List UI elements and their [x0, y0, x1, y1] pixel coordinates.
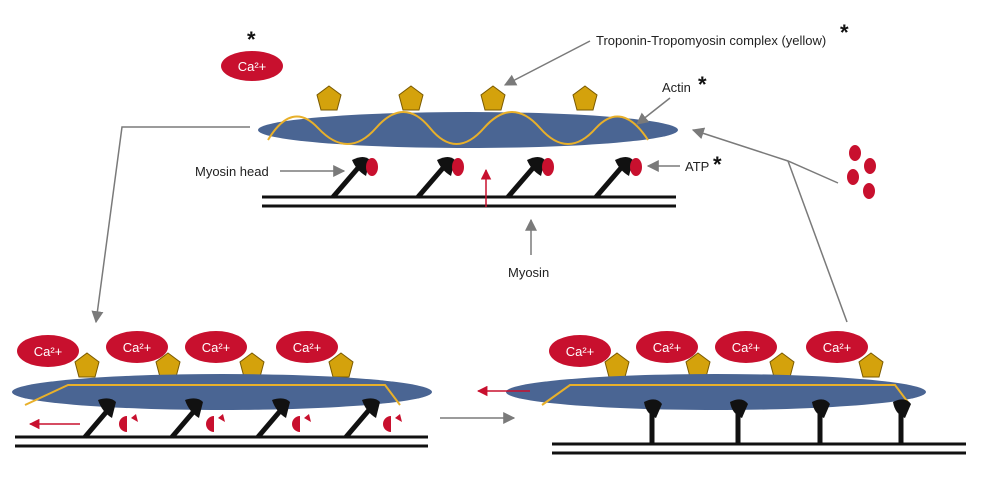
- atp-molecule: [630, 158, 642, 176]
- cycle-arrow-right: [691, 127, 839, 184]
- cycle-arrow-left: [91, 126, 250, 324]
- troponin-pentagons: [316, 85, 598, 111]
- myosin-heads-left: [83, 398, 380, 439]
- tropomyosin-strand-right: [541, 384, 911, 406]
- bottom-right-panel: Ca²+ Ca²+ Ca²+ Ca²+: [476, 331, 966, 455]
- myosin-head-label: Myosin head: [195, 164, 269, 179]
- svg-text:Ca²+: Ca²+: [653, 340, 682, 355]
- bottom-left-panel: Ca²+ Ca²+ Ca²+ Ca²+: [12, 331, 432, 448]
- myosin-head-1: [331, 157, 378, 199]
- calcium-ion-free: Ca²+: [221, 51, 283, 81]
- actin-filament-left: [12, 374, 432, 410]
- atp-molecule: [452, 158, 464, 176]
- atp-molecule: [366, 158, 378, 176]
- asterisk-troponin: *: [840, 20, 849, 45]
- svg-text:Ca²+: Ca²+: [34, 344, 63, 359]
- asterisk-calcium: *: [247, 27, 256, 52]
- calcium-ions-right: Ca²+ Ca²+ Ca²+ Ca²+: [549, 331, 868, 367]
- atp-label: ATP: [685, 159, 709, 174]
- svg-text:Ca²+: Ca²+: [566, 344, 595, 359]
- svg-text:Ca²+: Ca²+: [123, 340, 152, 355]
- calcium-ion-label: Ca²+: [238, 59, 267, 74]
- myosin-label: Myosin: [508, 265, 549, 280]
- troponin-tropomyosin-label: Troponin-Tropomyosin complex (yellow): [596, 33, 826, 48]
- atp-molecule: [542, 158, 554, 176]
- actin-label: Actin: [662, 80, 691, 95]
- calcium-ions-left: Ca²+ Ca²+ Ca²+ Ca²+: [17, 331, 338, 367]
- top-panel: Ca²+ *: [195, 20, 876, 280]
- svg-text:Ca²+: Ca²+: [202, 340, 231, 355]
- tropomyosin-strand: [267, 111, 649, 145]
- troponin-pentagons-right: [604, 352, 884, 378]
- myosin-head-4: [594, 157, 642, 199]
- myosin-head-3: [506, 157, 554, 199]
- asterisk-atp: *: [713, 152, 722, 177]
- actin-pointer-arrow: [636, 97, 671, 125]
- free-atp-molecules: [847, 145, 876, 199]
- actin-filament-right: [506, 374, 926, 410]
- myosin-heads-right: [644, 399, 911, 444]
- tropomyosin-strand-left: [24, 384, 401, 406]
- asterisk-actin: *: [698, 72, 707, 97]
- adp-pi-left: [119, 414, 402, 432]
- svg-text:Ca²+: Ca²+: [823, 340, 852, 355]
- svg-text:Ca²+: Ca²+: [732, 340, 761, 355]
- myosin-head-2: [416, 157, 464, 199]
- svg-text:Ca²+: Ca²+: [293, 340, 322, 355]
- cycle-arrow-right-segment: [787, 160, 848, 323]
- troponin-pointer-arrow: [503, 40, 591, 86]
